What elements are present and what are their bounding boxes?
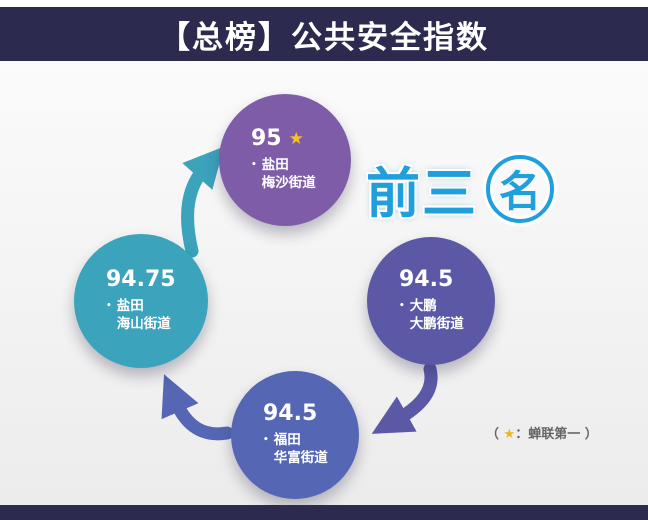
bullet-icon: • (399, 300, 405, 311)
street-name: 海山街道 (116, 315, 171, 332)
diagram-area: 95 ★ • 盐田梅沙街道 94.5 • 大鹏大鹏街道 94.5 • (0, 61, 648, 505)
legend-note: （ ★：蝉联第一 ） (486, 423, 598, 442)
district-name: 大鹏 (409, 297, 437, 314)
district-name: 福田 (273, 431, 301, 448)
district-name: 盐田 (116, 297, 144, 314)
node-dapeng-dapeng: 94.5 • 大鹏大鹏街道 (367, 237, 495, 365)
top3-badge: 前三 名 (366, 149, 554, 228)
location-label: • 福田华富街道 (263, 432, 359, 467)
page-title: 【总榜】公共安全指数 (159, 19, 489, 56)
score-row: 94.5 (399, 266, 495, 292)
top3-badge-circled-char: 名 (486, 154, 554, 223)
footer-bar (0, 505, 648, 520)
bullet-icon: • (106, 300, 112, 311)
score-value: 94.5 (399, 266, 454, 292)
node-yantian-meisha: 95 ★ • 盐田梅沙街道 (219, 94, 351, 226)
score-row: 95 ★ (251, 125, 351, 151)
node-futian-huafu: 94.5 • 福田华富街道 (231, 371, 359, 499)
legend-text: ：蝉联第一 ） (515, 427, 598, 442)
legend-star-icon: ★ (503, 427, 516, 442)
score-row: 94.5 (263, 400, 359, 426)
bullet-icon: • (251, 159, 257, 170)
score-value: 94.5 (263, 400, 318, 426)
location-label: • 大鹏大鹏街道 (399, 298, 495, 333)
top3-badge-text: 前三 (366, 162, 478, 225)
street-name: 华富街道 (273, 449, 328, 466)
location-label: • 盐田梅沙街道 (251, 157, 351, 192)
legend-prefix: （ (486, 427, 504, 442)
header-bar: 【总榜】公共安全指数 (0, 7, 648, 61)
arrow-right-to-bottom (371, 362, 438, 434)
champion-star-icon: ★ (288, 128, 304, 149)
bullet-icon: • (263, 434, 269, 445)
district-name: 盐田 (261, 156, 289, 173)
street-name: 梅沙街道 (261, 174, 316, 191)
score-value: 95 (251, 125, 282, 151)
score-value: 94.75 (106, 266, 176, 292)
score-row: 94.75 (106, 266, 208, 292)
arrow-left-to-top (181, 146, 225, 258)
street-name: 大鹏街道 (409, 315, 464, 332)
arrow-bottom-to-left (161, 374, 234, 441)
node-yantian-haishan: 94.75 • 盐田海山街道 (74, 234, 208, 368)
location-label: • 盐田海山街道 (106, 298, 208, 333)
